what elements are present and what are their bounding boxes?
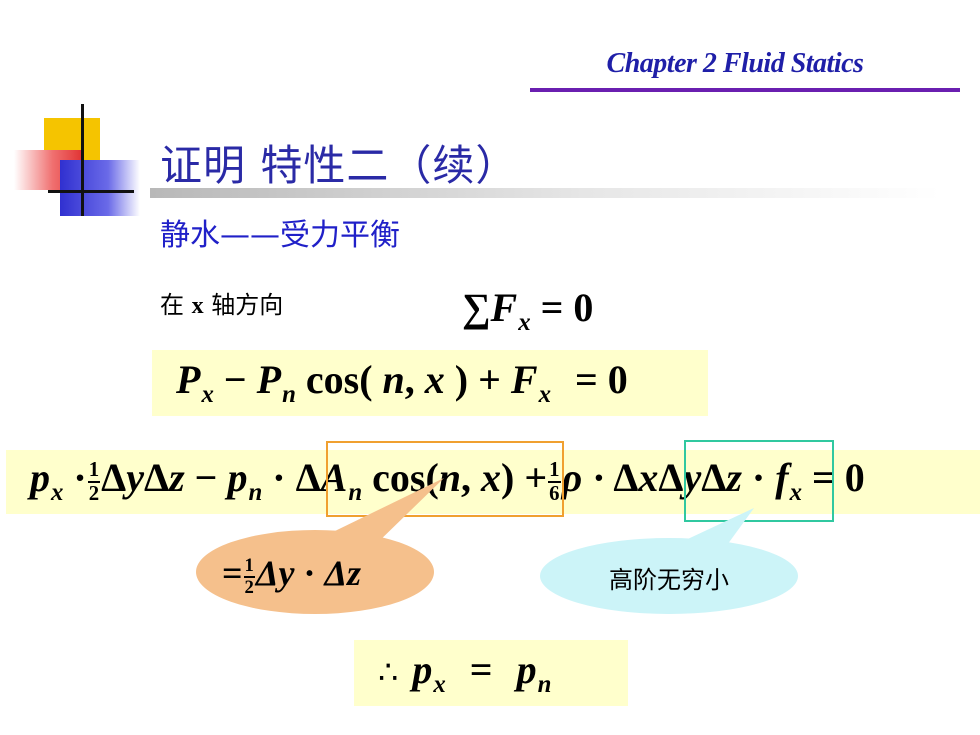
area-callout-bubble — [196, 530, 434, 614]
conclusion-equation: ∴px = pn — [378, 647, 552, 699]
note-callout-bubble — [540, 538, 798, 614]
logo-horizontal-line — [48, 190, 134, 193]
area-term-highlight — [326, 441, 564, 517]
volume-term-highlight — [684, 440, 834, 522]
conclusion-box — [354, 640, 628, 706]
expanded-equation-box — [6, 450, 980, 514]
title-divider — [150, 188, 940, 198]
slide-title: 证明 特性二（续） — [160, 141, 519, 190]
chapter-underline — [530, 88, 960, 92]
higher-order-note: 高阶无穷小 — [609, 566, 729, 594]
sum-force-equation: ∑Fx = 0 — [462, 285, 594, 337]
logo-blue-square — [60, 160, 140, 216]
force-balance-equation: Px − Pn cos( n, x ) + Fx = 0 — [176, 357, 628, 409]
x-direction-label: 在 x 轴方向 — [160, 291, 284, 319]
slide-subtitle: 静水——受力平衡 — [160, 218, 400, 253]
logo-vertical-line — [81, 104, 84, 216]
force-balance-box — [152, 350, 708, 416]
chapter-header: Chapter 2 Fluid Statics — [606, 48, 864, 79]
